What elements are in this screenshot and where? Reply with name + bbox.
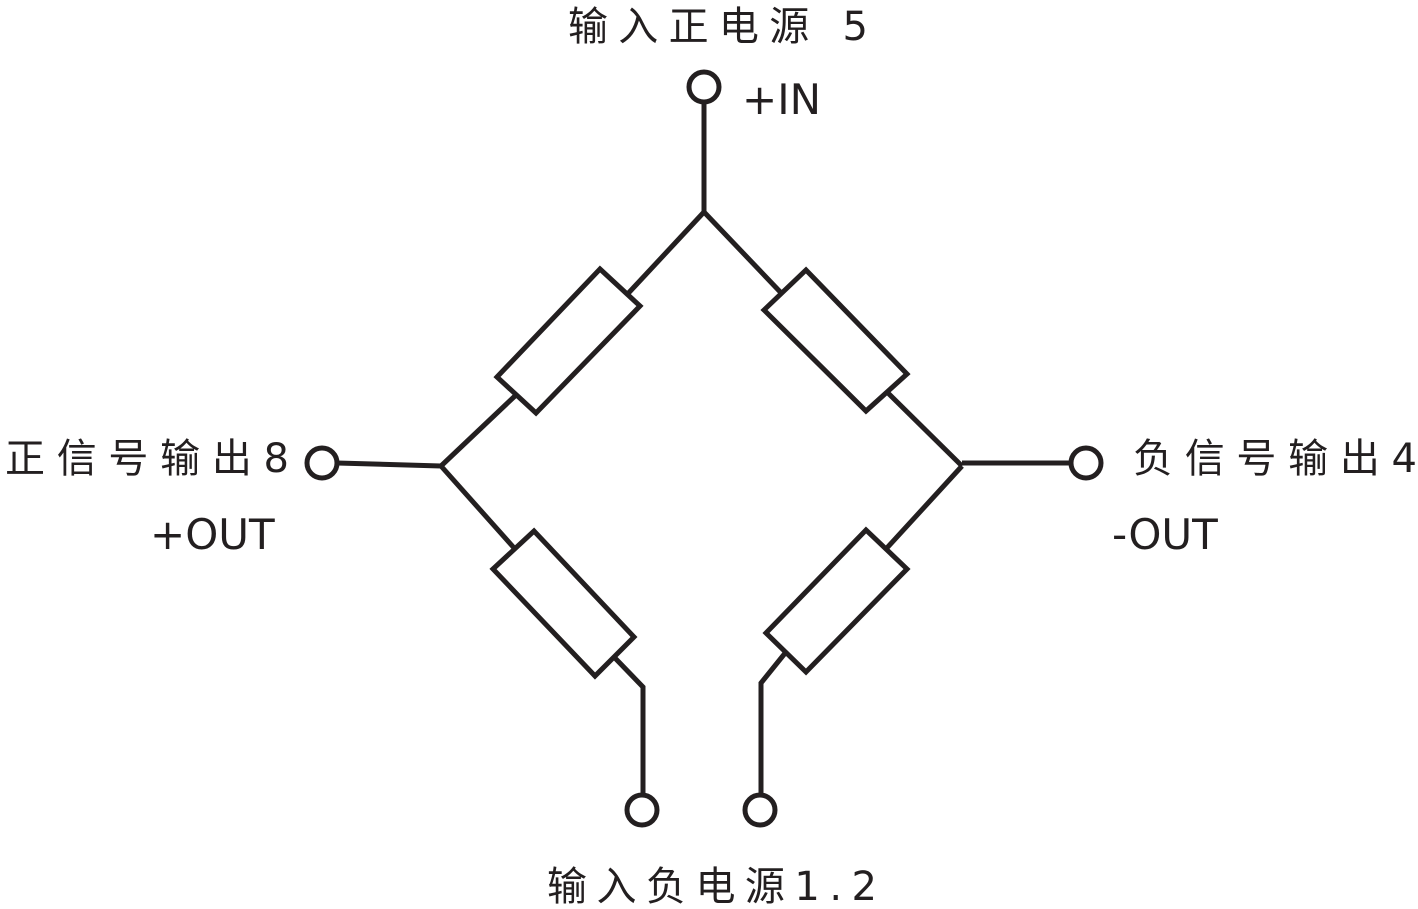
- upper-right-arm: [702, 210, 964, 468]
- terminal-right-out: [1068, 445, 1104, 481]
- resistor-r1: [493, 265, 644, 417]
- resistor-r4: [762, 526, 911, 676]
- resistor-r3: [489, 527, 638, 680]
- terminal-top-in: [686, 69, 722, 105]
- terminal-bottom-right: [742, 792, 778, 828]
- upper-left-arm: [439, 210, 706, 468]
- terminal-left-out: [304, 445, 340, 481]
- resistor-r2: [760, 266, 911, 415]
- right-pin-label: -OUT: [1112, 510, 1218, 559]
- lower-left-arm: [439, 464, 646, 796]
- right-signal-label: 负信号输出4: [1133, 436, 1417, 482]
- left-output-lead: [336, 460, 442, 469]
- bottom-power-label: 输入负电源1.2: [547, 864, 877, 909]
- left-pin-label: +OUT: [150, 510, 275, 559]
- lower-right-arm: [758, 464, 964, 796]
- left-signal-label: 正信号输出8: [5, 436, 289, 482]
- terminal-bottom-left: [624, 792, 660, 828]
- top-pin-label: +IN: [742, 75, 821, 124]
- top-power-label: 输入正电源 5: [568, 4, 868, 50]
